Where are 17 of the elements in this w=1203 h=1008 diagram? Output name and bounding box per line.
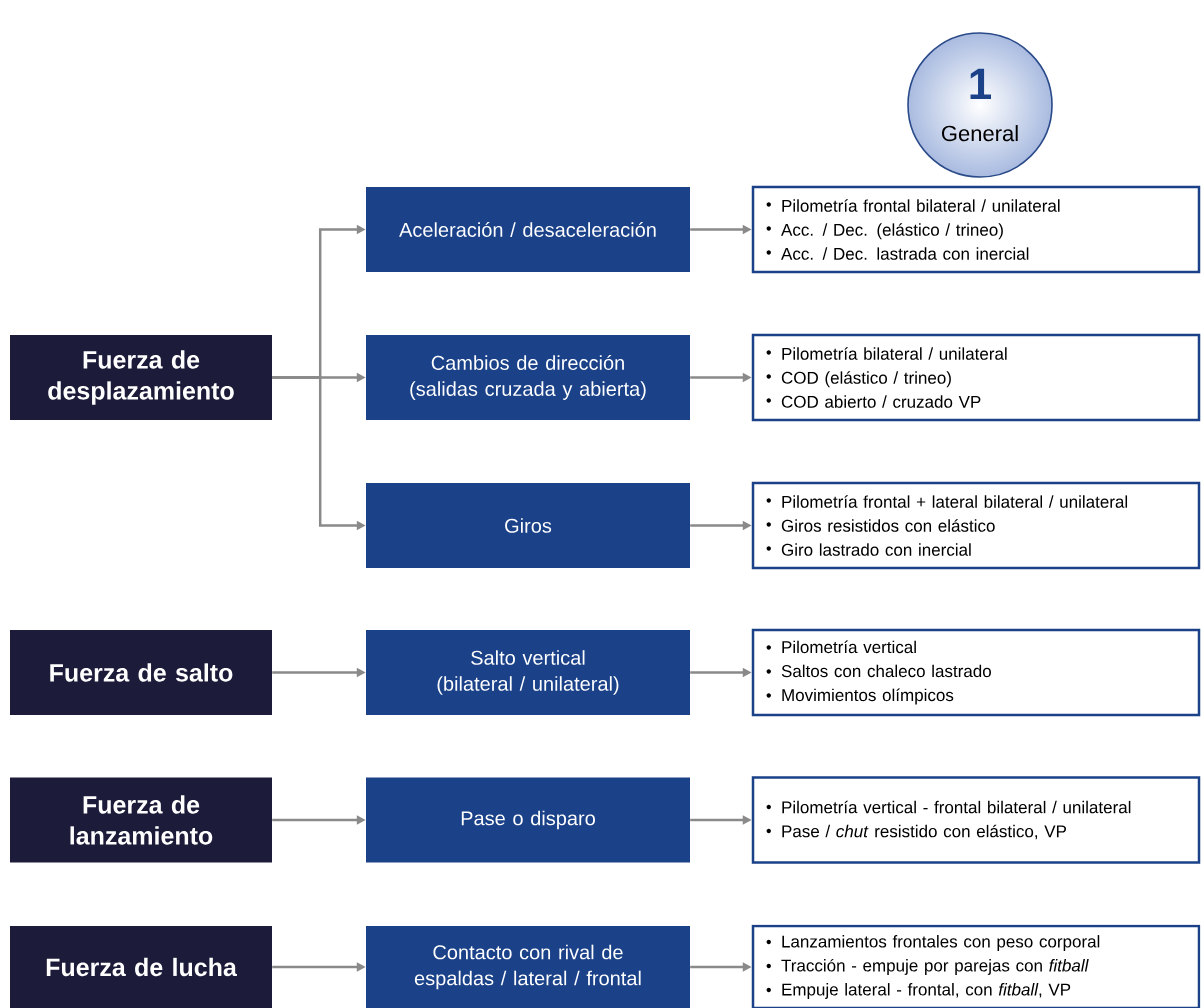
level-badge: 1 General	[907, 32, 1053, 178]
ability-box: Giros	[366, 483, 690, 568]
exercise-list-box: Pilometría vertical Saltos con chaleco lastrado Movimientos olímpicos	[751, 628, 1201, 717]
category-box: Fuerza de lanzamiento	[10, 777, 272, 863]
category-box: Fuerza de lucha	[10, 926, 272, 1008]
exercise-list-box: Pilometría frontal + lateral bilateral / unilateral Giros resistidos con elástico Giro lastrado con inercial	[751, 481, 1201, 570]
category-box: Fuerza de salto	[10, 630, 272, 715]
ability-box: Salto vertical (bilateral / unilateral)	[366, 630, 690, 715]
exercise-list-box: Pilometría bilateral / unilateral COD (elástico / trineo) COD abierto / cruzado VP	[751, 333, 1201, 422]
ability-box: Contacto con rival de espaldas / lateral / frontal	[366, 926, 690, 1008]
category-box: Fuerza de desplazamiento	[10, 335, 272, 420]
ability-box: Cambios de dirección (salidas cruzada y abierta)	[366, 335, 690, 420]
ability-box: Aceleración / desaceleración	[366, 187, 690, 272]
ability-box: Pase o disparo	[366, 777, 690, 863]
exercise-list-box: Pilometría frontal bilateral / unilateral Acc. / Dec. (elástico / trineo) Acc. / Dec. lastrada con inercial	[751, 185, 1201, 274]
exercise-list-box: Lanzamientos frontales con peso corporal Tracción - empuje por parejas con fitball Empuje lateral - frontal, con fitball, VP	[751, 924, 1201, 1008]
exercise-list-box: Pilometría vertical - frontal bilateral / unilateral Pase / chut resistido con elástico, VP	[751, 776, 1201, 864]
